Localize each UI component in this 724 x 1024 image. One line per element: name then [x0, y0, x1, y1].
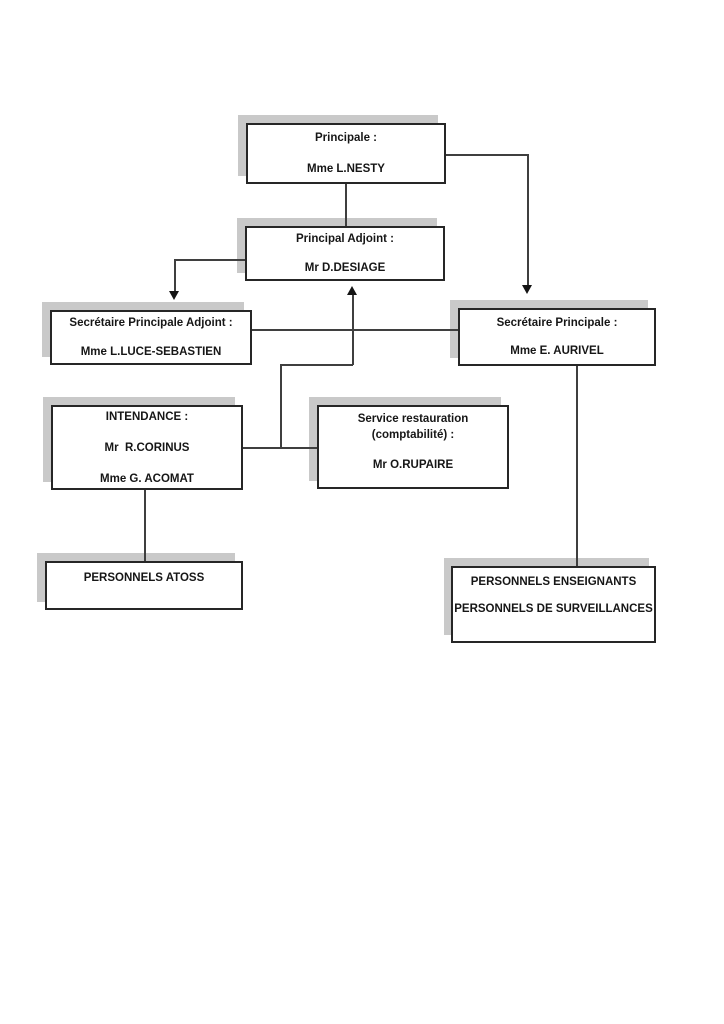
- connector-secretaries-h: [252, 329, 458, 331]
- org-box-service-restauration: Service restauration (comptabilité) : Mr…: [317, 405, 509, 489]
- person-name: Mme L.NESTY: [307, 163, 385, 175]
- connector-adjoint-secadjoint-v: [174, 259, 176, 291]
- role-label: (comptabilité) :: [371, 429, 455, 441]
- role-label: INTENDANCE :: [105, 410, 189, 423]
- role-label: Secrétaire Principale Adjoint :: [69, 317, 233, 329]
- connector-principale-adjoint: [345, 184, 347, 226]
- role-label: Service restauration: [357, 413, 469, 425]
- role-label: Principal Adjoint :: [296, 233, 394, 245]
- arrowhead-up-icon: [347, 286, 357, 295]
- org-box-personnels-atoss: PERSONNELS ATOSS: [45, 561, 243, 610]
- org-box-principal-adjoint: Principal Adjoint : Mr D.DESIAGE: [245, 226, 445, 281]
- role-label: Principale :: [315, 132, 377, 144]
- org-box-intendance: INTENDANCE : Mr R.CORINUS Mme G. ACOMAT: [51, 405, 243, 490]
- connector-principale-secprincipale-v: [527, 154, 529, 285]
- group-label: PERSONNELS ENSEIGNANTS: [470, 576, 637, 588]
- connector-adjoint-secadjoint-h: [175, 259, 245, 261]
- person-name: Mr O.RUPAIRE: [372, 459, 454, 471]
- connector-intendance-adjoint-v2: [280, 364, 282, 448]
- person-name: Mr D.DESIAGE: [304, 262, 386, 274]
- org-box-personnels-enseignants: PERSONNELS ENSEIGNANTS PERSONNELS DE SUR…: [451, 566, 656, 643]
- org-box-secretaire-principale-adjoint: Secrétaire Principale Adjoint : Mme L.LU…: [50, 310, 252, 365]
- arrowhead-down-icon: [169, 291, 179, 300]
- connector-intendance-restauration: [243, 447, 317, 449]
- org-box-principale: Principale : Mme L.NESTY: [246, 123, 446, 184]
- arrowhead-down-icon: [522, 285, 532, 294]
- org-box-secretaire-principale: Secrétaire Principale : Mme E. AURIVEL: [458, 308, 656, 366]
- connector-principale-secprincipale-h: [445, 154, 528, 156]
- group-label: PERSONNELS DE SURVEILLANCES: [454, 603, 653, 615]
- connector-intendance-adjoint-v1: [352, 295, 354, 365]
- person-name: Mme G. ACOMAT: [100, 472, 194, 485]
- connector-secprincipale-enseignants: [576, 366, 578, 566]
- person-name: Mr R.CORINUS: [104, 441, 190, 454]
- connector-intendance-atoss: [144, 490, 146, 561]
- connector-intendance-adjoint-h: [281, 364, 353, 366]
- person-name: Mme L.LUCE-SEBASTIEN: [80, 346, 222, 358]
- group-label: PERSONNELS ATOSS: [83, 572, 205, 584]
- person-name: Mme E. AURIVEL: [510, 345, 604, 357]
- role-label: Secrétaire Principale :: [496, 317, 618, 329]
